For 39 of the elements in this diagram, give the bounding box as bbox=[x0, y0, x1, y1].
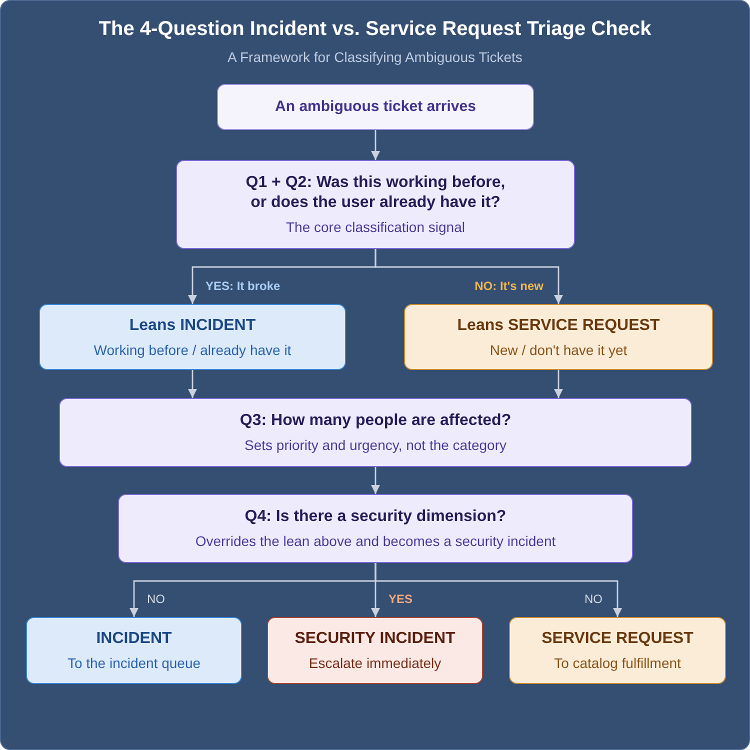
step-note: To catalog fulfillment bbox=[554, 655, 681, 672]
step-heading: Q3: How many people are affected? bbox=[240, 411, 512, 432]
step-heading: An ambiguous ticket arrives bbox=[275, 98, 476, 116]
step-note: New / don't have it yet bbox=[490, 342, 628, 358]
outcome-box bbox=[509, 617, 726, 684]
step-note: The core classification signal bbox=[286, 219, 465, 236]
arrow bbox=[371, 467, 380, 494]
edge-label: YES bbox=[386, 592, 415, 606]
question-box bbox=[118, 494, 633, 563]
edge-label: NO: It's new bbox=[472, 278, 546, 292]
edge-label: NO bbox=[145, 592, 167, 606]
edge-label: NO bbox=[582, 592, 604, 606]
step-heading: Q4: Is there a security dimension? bbox=[244, 507, 506, 528]
arrow bbox=[371, 130, 380, 160]
start-box bbox=[217, 84, 534, 130]
step-heading: SECURITY INCIDENT bbox=[294, 629, 456, 650]
step-note: To the incident queue bbox=[67, 655, 201, 672]
arrow bbox=[374, 563, 622, 617]
diagram-title: The 4-Question Incident vs. Service Request Triage Check bbox=[98, 17, 652, 41]
question-box bbox=[176, 160, 575, 249]
outcome-box bbox=[267, 617, 483, 684]
step-heading: INCIDENT bbox=[96, 629, 172, 650]
lean-box bbox=[39, 304, 346, 370]
diagram-subtitle: A Framework for Classifying Ambiguous Tickets bbox=[228, 49, 522, 66]
outcome-box bbox=[26, 617, 242, 684]
step-heading: Leans INCIDENT bbox=[129, 316, 256, 336]
step-heading: Leans SERVICE REQUEST bbox=[457, 316, 660, 336]
step-note: Sets priority and urgency, not the category bbox=[244, 437, 506, 454]
question-box bbox=[59, 398, 692, 467]
edge-label: YES: It broke bbox=[204, 278, 282, 292]
lean-box bbox=[404, 304, 713, 370]
step-note: Working before / already have it bbox=[94, 342, 292, 358]
arrow bbox=[374, 249, 563, 304]
step-note: Escalate immediately bbox=[308, 655, 442, 672]
arrow bbox=[554, 370, 563, 398]
step-heading: SERVICE REQUEST bbox=[542, 629, 694, 650]
arrow bbox=[188, 370, 197, 398]
step-note: Overrides the lean above and becomes a security incident bbox=[195, 533, 556, 550]
step-heading: Q1 + Q2: Was this working before, or does the user already have it? bbox=[244, 173, 506, 214]
